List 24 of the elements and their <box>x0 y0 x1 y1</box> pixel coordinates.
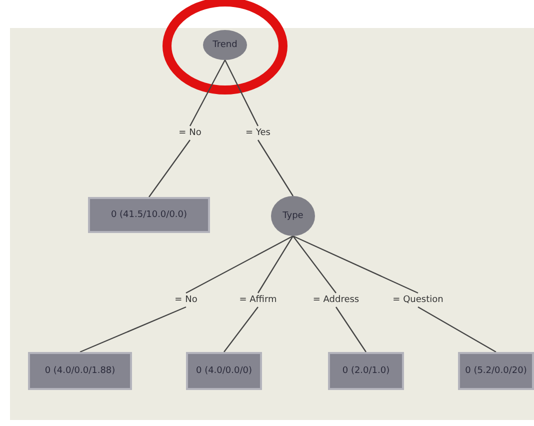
node-label: 0 (2.0/1.0) <box>342 366 390 376</box>
connector <box>292 235 497 353</box>
edge-label: = Affirm <box>237 295 279 305</box>
node-label: Type <box>282 211 304 221</box>
connector <box>148 59 226 198</box>
node-label: Trend <box>212 40 238 50</box>
node-label: 0 (5.2/0.0/20) <box>465 366 527 376</box>
edge-label: = Yes <box>244 128 272 138</box>
connector <box>292 235 367 353</box>
edge-label: = Question <box>390 295 446 305</box>
edge-label: = No <box>176 128 204 138</box>
node-label: 0 (4.0/0.0/0) <box>196 366 252 376</box>
leaf-box <box>186 352 262 390</box>
node-label: 0 (41.5/10.0/0.0) <box>110 210 188 220</box>
node-label: 0 (4.0/0.0/1.88) <box>44 366 116 376</box>
leaf-box <box>328 352 404 390</box>
leaf-box <box>458 352 534 390</box>
connector <box>79 235 294 353</box>
connector <box>224 59 294 197</box>
edge-label: = No <box>172 295 200 305</box>
leaf-box <box>28 352 132 390</box>
connector <box>223 235 294 353</box>
edge-label: = Address <box>310 295 362 305</box>
leaf-box <box>88 197 210 233</box>
